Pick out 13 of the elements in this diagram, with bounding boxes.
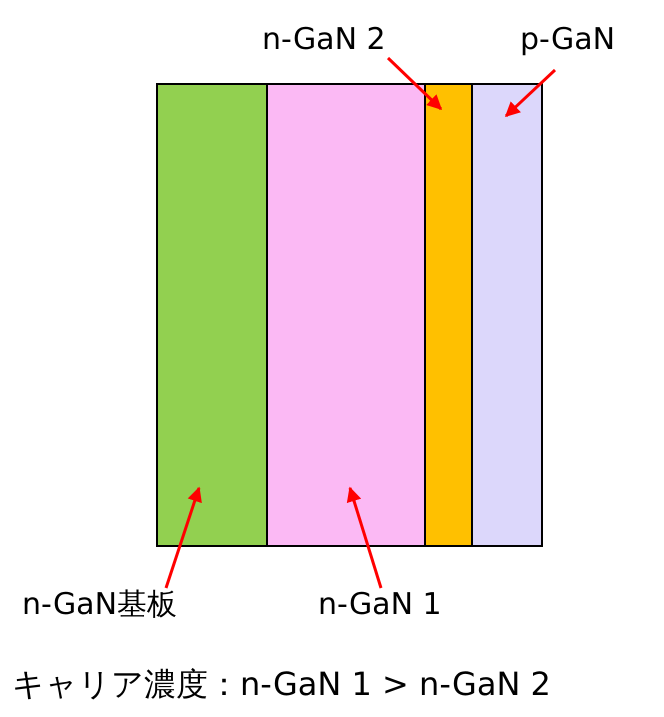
- layer-label: n-GaN 2: [262, 25, 386, 55]
- layer-label: p-GaN: [520, 25, 616, 55]
- layer-label: n-GaN 1: [318, 590, 442, 620]
- leader-arrow: [346, 486, 382, 588]
- note-text: キャリア濃度：n-GaN 1 > n-GaN 2: [12, 668, 551, 700]
- layer-band: [424, 83, 473, 547]
- layer-label: n-GaN基板: [22, 590, 178, 620]
- layer-band: [471, 83, 543, 547]
- leader-arrow: [164, 486, 202, 588]
- layer-band: [266, 83, 426, 547]
- leader-arrow: [386, 56, 442, 110]
- layer-band: [156, 83, 268, 547]
- leader-arrow: [504, 68, 556, 118]
